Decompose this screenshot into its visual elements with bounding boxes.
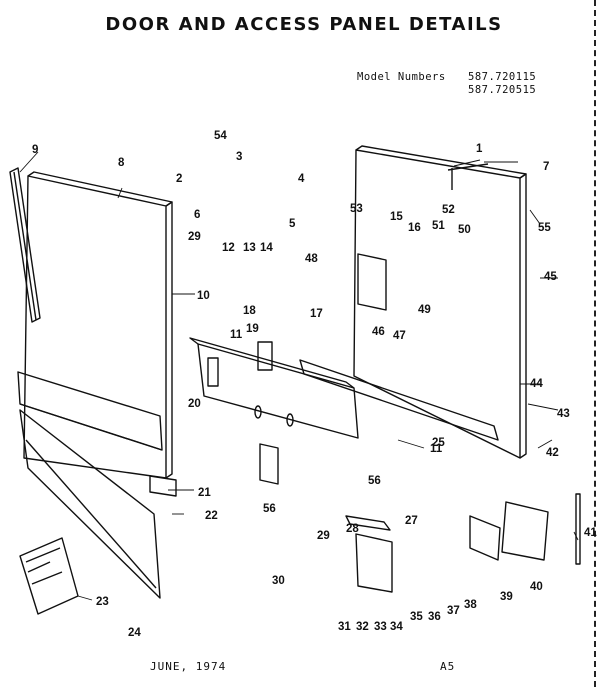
callout-27: 27 [405,515,418,527]
callout-33: 33 [374,621,387,633]
callout-28: 28 [346,523,359,535]
callout-44: 44 [530,378,543,390]
part-20-liner-trim [189,337,359,439]
callout-5: 5 [289,218,296,230]
callout-34: 34 [390,621,403,633]
callout-31: 31 [338,621,351,633]
callout-36: 36 [428,611,441,623]
callout-29: 29 [188,231,201,243]
callout-12: 12 [222,242,235,254]
callout-9: 9 [32,144,38,156]
callout-2: 2 [176,173,182,185]
callout-50: 50 [458,224,471,236]
callout-35: 35 [410,611,423,623]
callout-32: 32 [356,621,369,633]
part-9-trim-strip [9,167,41,323]
callout-23: 23 [96,596,109,608]
callout-6: 6 [194,209,200,221]
leader-lines [19,151,579,601]
callout-21: 21 [198,487,211,499]
callout-15: 15 [390,211,403,223]
callout-25: 25 [432,437,445,449]
callout-56: 56 [263,503,276,515]
callout-38: 38 [464,599,477,611]
part-42-rod [575,493,581,565]
part-56-small-panel [259,443,279,485]
callout-49: 49 [418,304,431,316]
callout-1: 1 [476,143,483,155]
part-47-bracket [357,253,387,311]
footer-code: A5 [440,660,456,673]
callout-3: 3 [236,151,242,163]
model-number-1: 587.720115 [468,71,537,83]
callout-56: 56 [368,475,381,487]
callout-55: 55 [538,222,551,234]
callout-48: 48 [305,253,318,265]
part-35-assembly [355,533,393,593]
callout-4: 4 [298,173,305,185]
callout-10: 10 [197,290,210,302]
callout-8: 8 [118,157,125,169]
model-number-2: 587.720515 [468,84,537,96]
callout-22: 22 [205,510,218,522]
callout-39: 39 [500,591,513,603]
callout-16: 16 [408,222,421,234]
part-1-access-panel [353,145,527,459]
part-28-bracket [345,515,391,531]
callout-40: 40 [530,581,543,593]
callout-18: 18 [243,305,256,317]
callout-29: 29 [317,530,330,542]
exploded-parts-drawing [9,145,581,615]
callout-14: 14 [260,242,273,254]
part-41-housing [501,501,549,561]
callout-37: 37 [447,605,460,617]
part-22-bottom-cap [149,475,177,497]
part-40-cover-plate [469,515,501,561]
model-numbers-label: Model Numbers [357,71,446,83]
callout-19: 19 [246,323,259,335]
callout-11: 11 [230,329,243,341]
callout-51: 51 [432,220,445,232]
part-27-trim-strip [299,359,499,441]
callout-13: 13 [243,242,256,254]
footer-date: JUNE, 1974 [150,660,227,673]
callout-30: 30 [272,575,285,587]
callout-46: 46 [372,326,385,338]
callout-52: 52 [442,204,455,216]
callout-43: 43 [557,408,570,420]
callout-7: 7 [543,161,549,173]
callout-11: 11 [430,443,443,455]
callout-24: 24 [128,627,141,639]
callout-20: 20 [188,398,201,410]
callout-45: 45 [544,271,557,283]
part-25-lower-panel [17,371,163,599]
callout-54: 54 [214,130,227,142]
callout-53: 53 [350,203,363,215]
callout-42: 42 [546,447,559,459]
callout-47: 47 [393,330,406,342]
page-edge-dashes [594,0,602,687]
diagram-title: DOOR AND ACCESS PANEL DETAILS [105,14,503,35]
callout-17: 17 [310,308,323,320]
callout-41: 41 [584,527,597,539]
